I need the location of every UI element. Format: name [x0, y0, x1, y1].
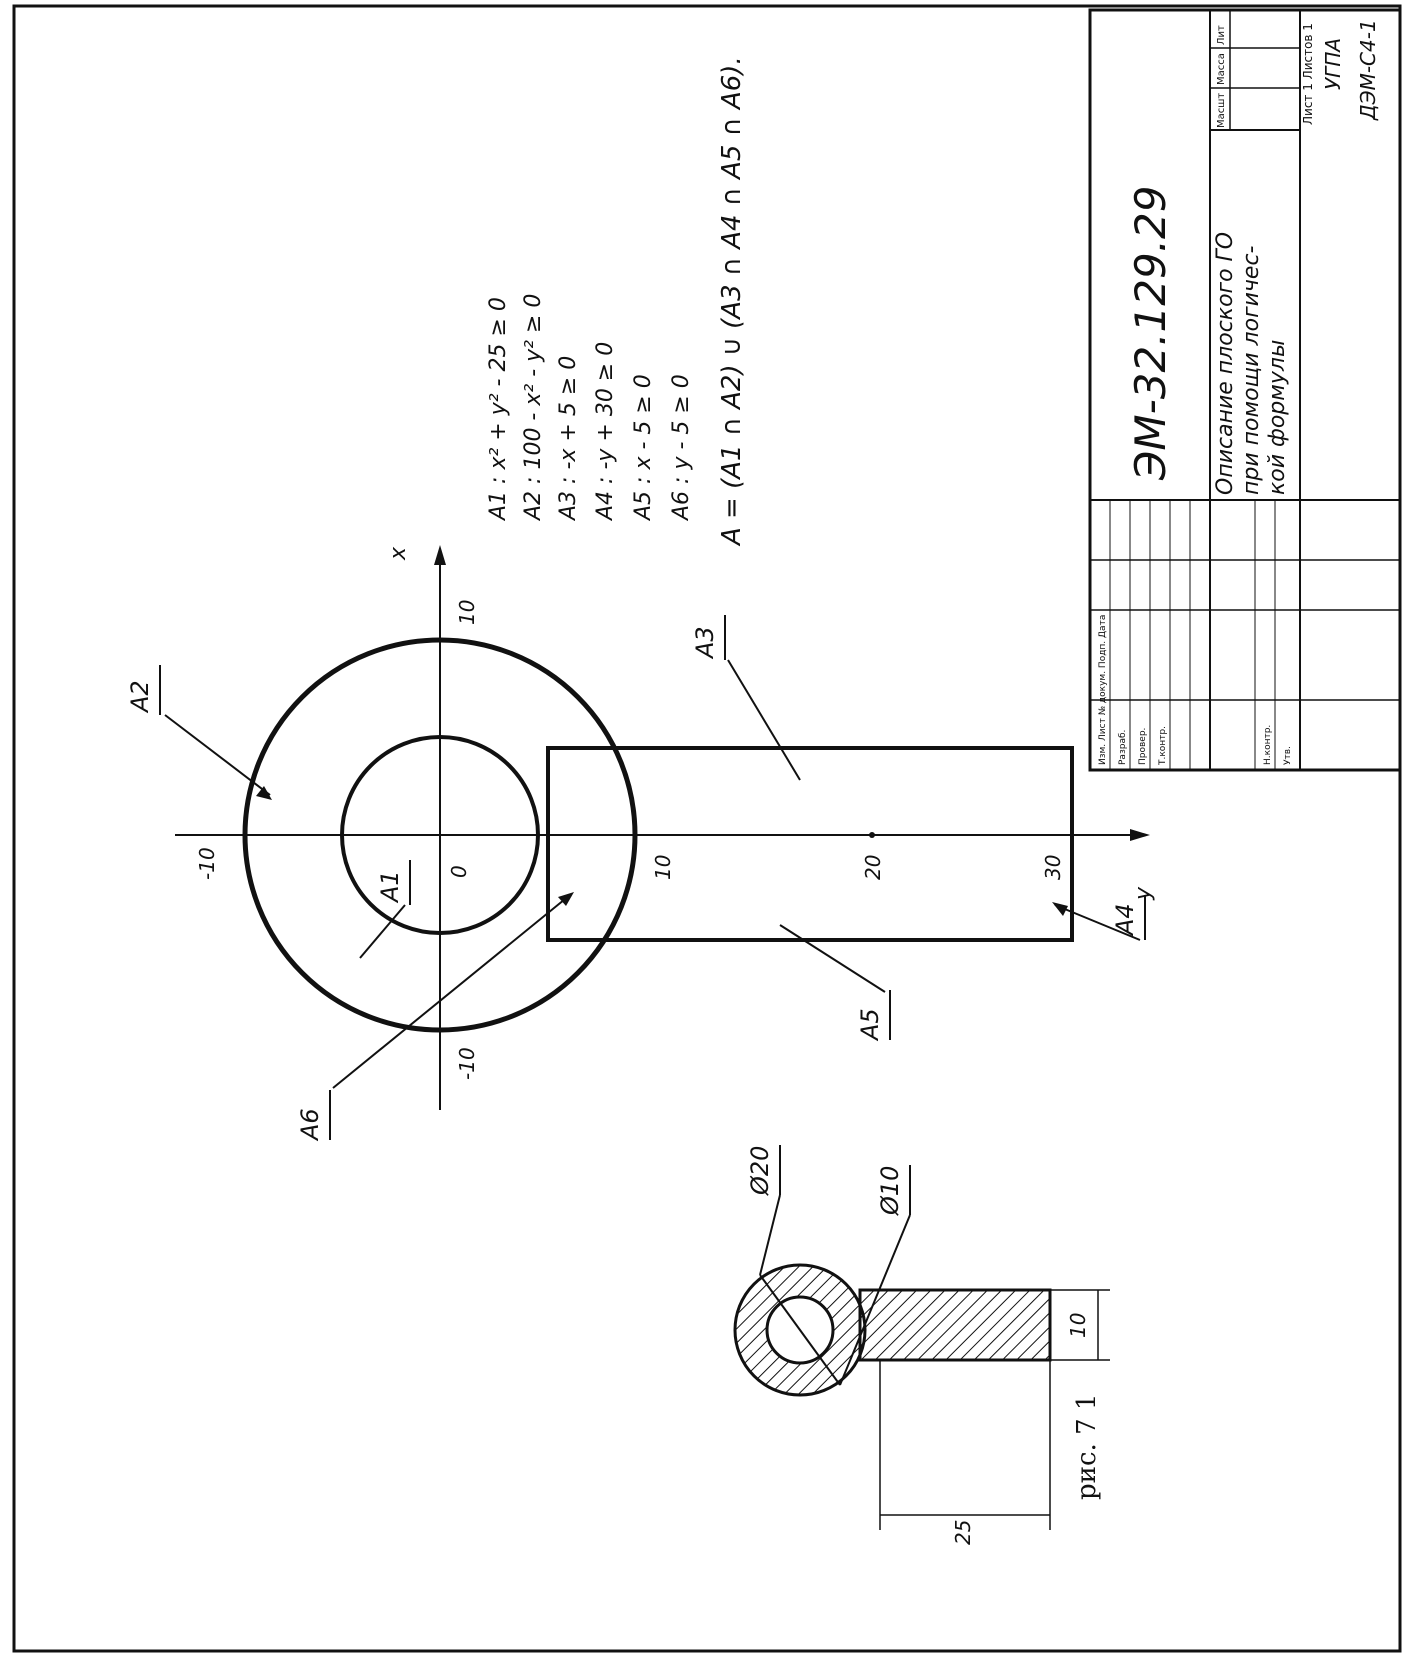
sheet-info: Лист 1 Листов 1	[1301, 23, 1315, 125]
part-shank	[858, 1288, 1052, 1362]
formula-a3: A3 : -x + 5 ≥ 0	[556, 356, 581, 522]
tick-x-neg-lower: -10	[455, 1047, 479, 1080]
group-code: ДЭМ-С4-1	[1356, 19, 1380, 121]
tick-y-30: 30	[1041, 855, 1065, 880]
label-a4: A4	[1111, 903, 1139, 937]
y-axis-arrow-icon	[1130, 829, 1150, 841]
a6-leader	[332, 894, 571, 1089]
tb-row-label-2: Провер.	[1138, 728, 1148, 765]
label-a2: A2	[126, 680, 154, 714]
x-axis-label: x	[386, 546, 411, 561]
dim-width: 10	[1066, 1313, 1090, 1338]
title-line-3: кой формулы	[1265, 340, 1290, 495]
tick-x-neg: -10	[195, 847, 219, 880]
tb-row-label-0: Изм. Лист № докум. Подп. Дата	[1098, 615, 1108, 765]
a4-arrow-icon	[1052, 902, 1068, 916]
dia20-leader	[759, 1274, 841, 1386]
org-name: УГПА	[1321, 38, 1345, 90]
dim-length: 25	[951, 1520, 975, 1545]
a2-arrow-icon	[256, 786, 272, 800]
tb-row-label-3: Т.контр.	[1158, 726, 1168, 766]
formula-a2: A2 : 100 - x² - y² ≥ 0	[521, 294, 546, 522]
title-block-frame	[1088, 8, 1402, 772]
figure-caption-visible: рис. 7 1	[1072, 1394, 1102, 1500]
rectangle-region	[546, 746, 1074, 942]
tick-y-20: 20	[861, 855, 885, 880]
tick-y-10: 10	[651, 855, 675, 880]
part-sketch: Ø20 Ø10 10 25	[733, 1145, 1110, 1545]
title-line-2: при помощи логичес-	[1239, 245, 1264, 495]
a4-leader	[1054, 904, 1141, 941]
tb-row-label-5: Утв.	[1283, 746, 1293, 765]
dim-outer-diameter: Ø20	[746, 1146, 774, 1196]
label-a3: A3	[691, 626, 719, 660]
dim-inner-diameter: Ø10	[876, 1166, 904, 1216]
dia10-leader	[839, 1214, 911, 1386]
label-a1: A1	[376, 870, 404, 904]
formula-a6: A6 : y - 5 ≥ 0	[669, 374, 694, 522]
sheet-border	[12, 4, 1402, 1653]
a1-leader	[359, 904, 406, 959]
formula-a5: A5 : x - 5 ≥ 0	[631, 374, 656, 522]
y-axis-label: y	[1131, 886, 1156, 901]
stage-hdr-3: Масшт	[1216, 93, 1227, 128]
tb-row-label-1: Разраб.	[1118, 730, 1128, 765]
title-block: ЭМ-32.129.29 Описание плоского ГО при по…	[1088, 8, 1402, 772]
label-a5: A5	[856, 1008, 884, 1042]
outer-circle	[242, 637, 638, 1033]
doc-number: ЭМ-32.129.29	[1126, 186, 1175, 481]
a3-leader	[727, 659, 801, 781]
stage-hdr-2: Масса	[1216, 53, 1227, 85]
tick-y-20-mark	[869, 832, 875, 838]
label-a6: A6	[296, 1108, 324, 1142]
tick-x-pos: 10	[455, 600, 479, 625]
formula-list: A1 : x² + y² - 25 ≥ 0 A2 : 100 - x² - y²…	[486, 56, 747, 547]
inner-circle	[340, 735, 540, 935]
dia20-leader-ext	[759, 1194, 781, 1276]
main-formula: A = (A1 ∩ A2) ∪ (A3 ∩ A4 ∩ A5 ∩ A6).	[717, 56, 747, 547]
formula-a1: A1 : x² + y² - 25 ≥ 0	[486, 297, 511, 522]
a2-leader	[164, 714, 271, 796]
tb-row-label-4: Н.контр.	[1263, 725, 1273, 765]
title-line-1: Описание плоского ГО	[1213, 232, 1238, 495]
x-axis-arrow-icon	[434, 545, 446, 565]
a6-arrow-icon	[558, 892, 574, 906]
stage-hdr-1: Лит	[1216, 25, 1227, 45]
formula-a4: A4 : -y + 30 ≥ 0	[593, 342, 618, 522]
coordinate-diagram: x y 10 -10 -10 0 10 20 30 A2 A1 A3	[126, 545, 1156, 1142]
a5-leader	[779, 924, 886, 993]
origin-label: 0	[447, 865, 471, 878]
